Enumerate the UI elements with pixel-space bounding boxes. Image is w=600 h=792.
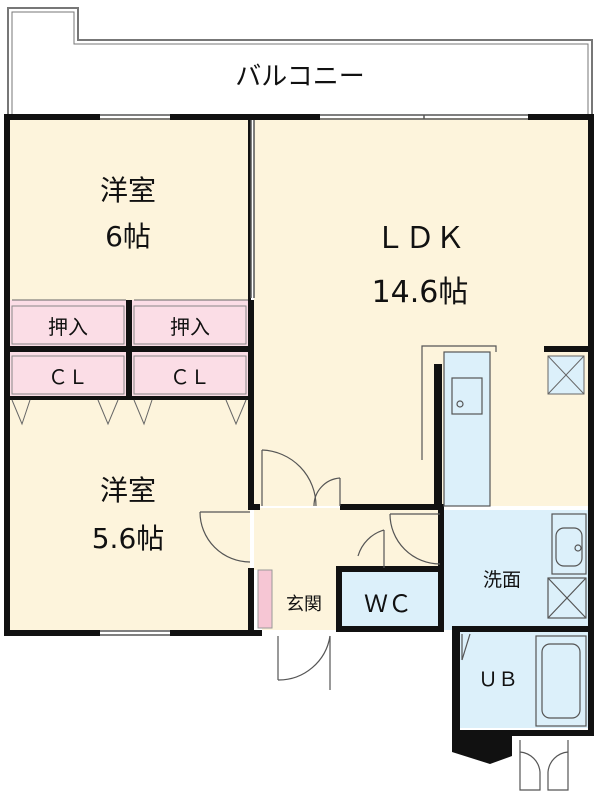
western-room-2-size: 5.6帖: [92, 522, 165, 555]
doors: [199, 449, 569, 791]
closet-label-2: 押入: [170, 315, 210, 339]
wc-label: ＷＣ: [364, 590, 412, 618]
cl-label-1: ＣＬ: [48, 365, 88, 389]
washroom-floor: [440, 510, 590, 630]
wc-floor: [342, 572, 438, 628]
ldk-name: ＬＤＫ: [375, 221, 465, 256]
entrance-step: [257, 569, 273, 629]
cl-label-2: ＣＬ: [170, 365, 210, 389]
bath-label: ＵＢ: [478, 667, 518, 691]
entrance-label: 玄関: [286, 594, 322, 615]
western-room-1-floor: [8, 118, 250, 300]
western-room-2-floor: [8, 398, 250, 630]
entrance-floor: [262, 570, 338, 630]
closet-label-1: 押入: [48, 315, 88, 339]
hallway-floor: [254, 508, 440, 570]
shaft-box-ldk: [547, 355, 585, 395]
balcony-label: バルコニー: [235, 62, 364, 92]
washroom-fixtures: [547, 513, 587, 619]
walls: [4, 114, 594, 764]
windows: [100, 114, 528, 636]
ldk-size: 14.6帖: [372, 275, 469, 310]
bath-floor: [460, 632, 590, 728]
washroom-label: 洗面: [483, 569, 521, 591]
balcony-area: バルコニー: [7, 7, 593, 114]
kitchen-counter: [421, 345, 497, 507]
western-room-2-name: 洋室: [100, 474, 156, 507]
closet-boxes: [11, 305, 247, 395]
western-room-1-size: 6帖: [105, 220, 151, 253]
bathtub: [535, 635, 587, 727]
closet-doors: [11, 299, 248, 426]
western-room-1-name: 洋室: [100, 174, 156, 207]
